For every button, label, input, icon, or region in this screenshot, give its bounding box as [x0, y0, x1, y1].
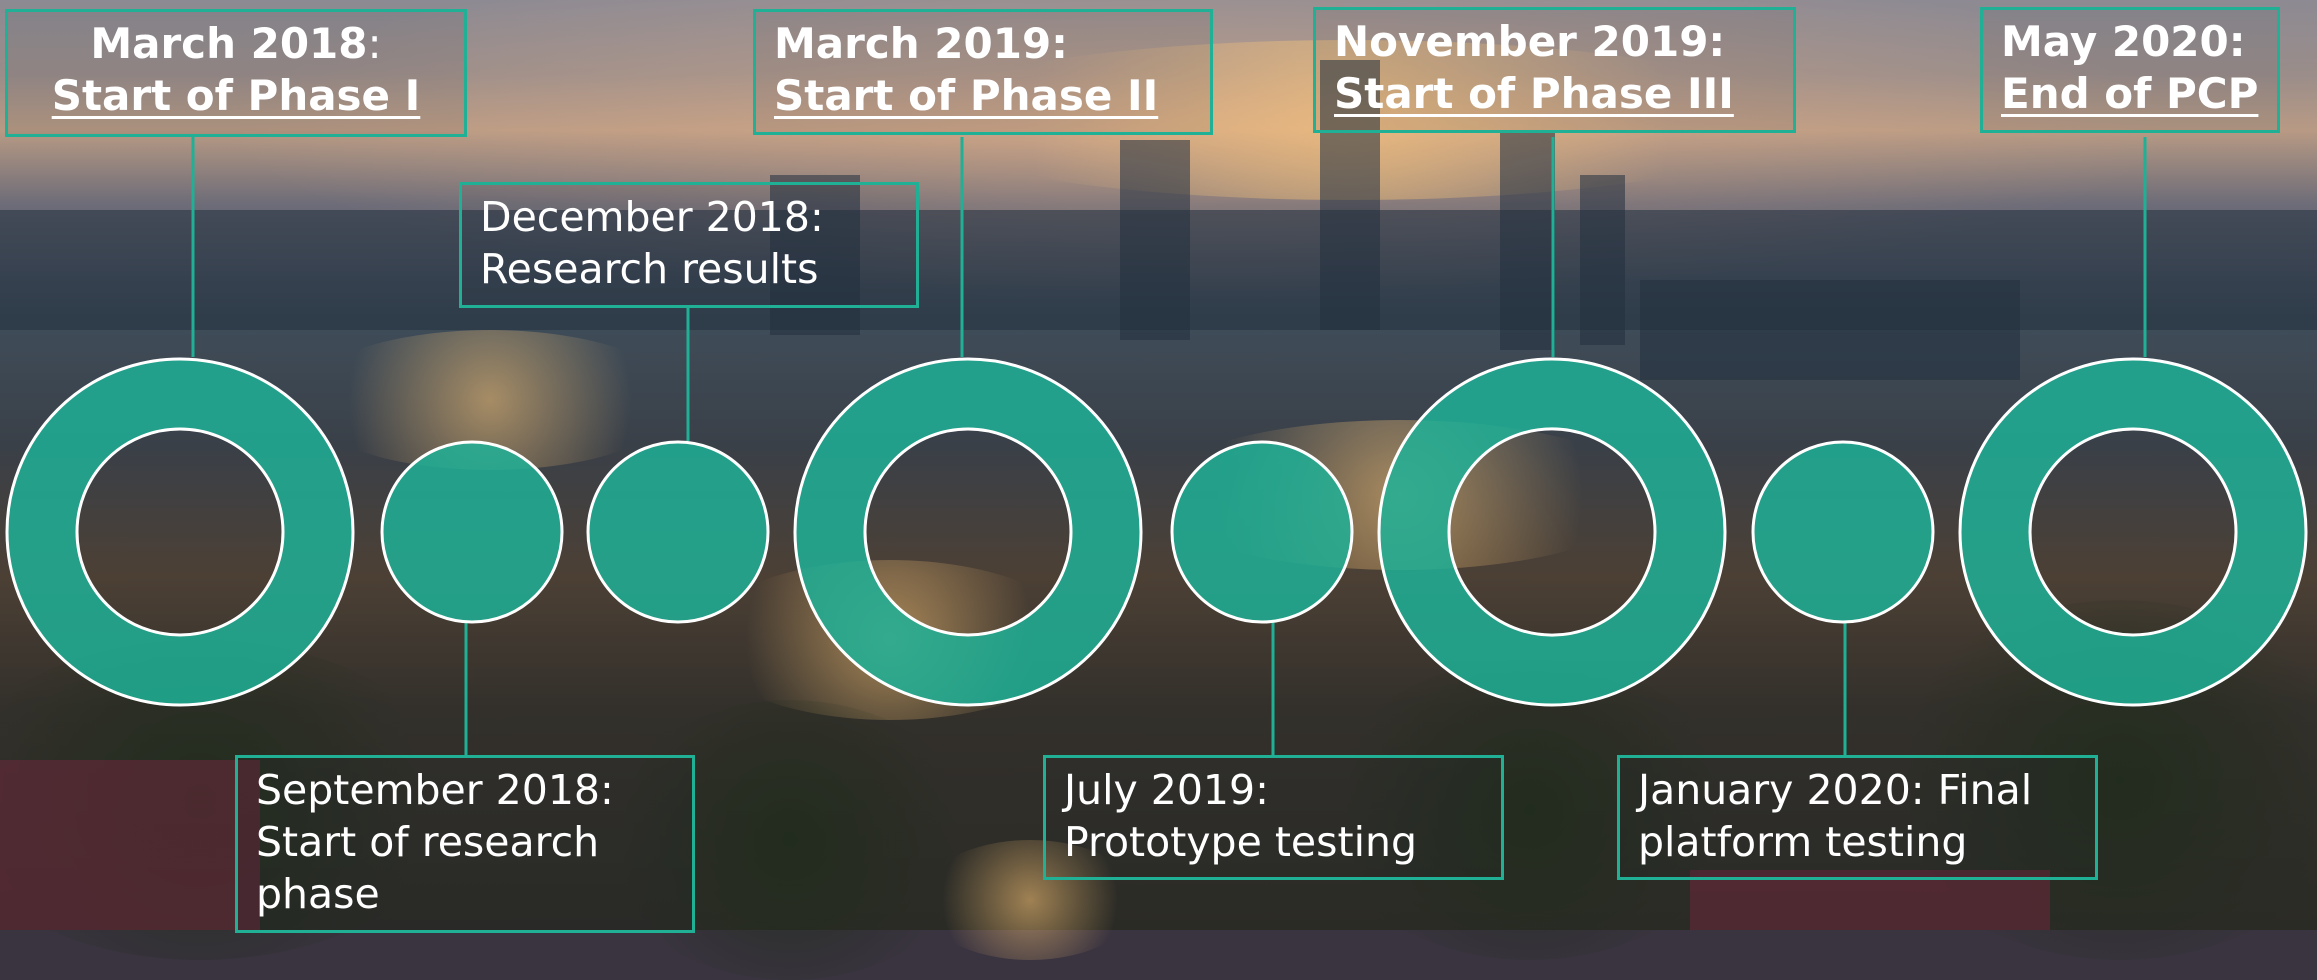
- milestone-label-march-2018: Start of Phase I: [51, 71, 421, 120]
- milestone-box-may-2020: May 2020: End of PCP: [1980, 7, 2280, 133]
- milestone-ring-march-2019: [793, 357, 1143, 707]
- milestone-date-march-2019: March 2019:: [774, 19, 1068, 68]
- timeline-diagram: [5, 137, 2308, 755]
- milestone-box-march-2018: March 2018: Start of Phase I: [5, 9, 467, 137]
- event-dot-december-2018: [586, 440, 770, 624]
- milestone-ring-may-2020: [1958, 357, 2308, 707]
- milestone-label-november-2019: Start of Phase III: [1334, 69, 1734, 118]
- event-box-january-2020: January 2020: Final platform testing: [1617, 755, 2098, 880]
- milestone-label-march-2019: Start of Phase II: [774, 71, 1159, 120]
- event-label-december-2018: Research results: [480, 245, 819, 293]
- event-box-september-2018: September 2018: Start of research phase: [235, 755, 695, 933]
- event-label-september-2018: Start of research phase: [256, 818, 600, 918]
- milestone-box-march-2019: March 2019: Start of Phase II: [753, 9, 1213, 135]
- event-box-december-2018: December 2018: Research results: [459, 182, 919, 308]
- milestone-ring-march-2018: [5, 357, 355, 707]
- milestone-date-punct-march-2018: :: [367, 19, 382, 68]
- event-date-september-2018: September 2018:: [256, 766, 614, 814]
- event-dot-july-2019: [1170, 440, 1354, 624]
- milestone-box-november-2019: November 2019: Start of Phase III: [1313, 7, 1796, 133]
- milestone-date-may-2020: May 2020:: [2001, 17, 2246, 66]
- event-label-july-2019: Prototype testing: [1064, 818, 1417, 866]
- event-dot-september-2018: [380, 440, 564, 624]
- milestone-date-november-2019: November 2019:: [1334, 17, 1726, 66]
- milestone-label-may-2020: End of PCP: [2001, 69, 2259, 118]
- event-box-july-2019: July 2019: Prototype testing: [1043, 755, 1504, 880]
- milestone-date-march-2018: March 2018: [90, 19, 368, 68]
- event-dot-january-2020: [1751, 440, 1935, 624]
- milestone-ring-november-2019: [1377, 357, 1727, 707]
- event-date-december-2018: December 2018:: [480, 193, 824, 241]
- event-date-july-2019: July 2019:: [1064, 766, 1269, 814]
- event-date-january-2020: January 2020: Final: [1638, 766, 2033, 814]
- event-label-january-2020: platform testing: [1638, 818, 1968, 866]
